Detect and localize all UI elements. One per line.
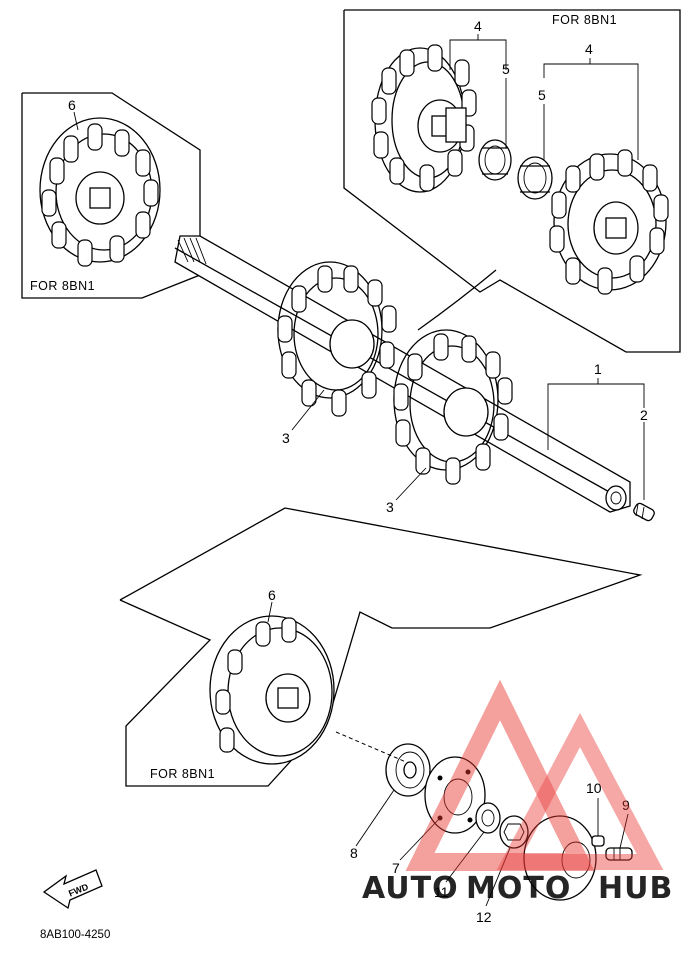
ring-part-5a xyxy=(478,139,512,181)
sprocket-bottom-6 xyxy=(209,615,335,765)
callout-5a: 5 xyxy=(502,61,510,77)
seal-part-11 xyxy=(475,802,501,834)
callout-11: 11 xyxy=(434,884,449,900)
callout-6a: 6 xyxy=(68,97,76,113)
callout-4a: 4 xyxy=(474,18,482,34)
watermark-logo-icon xyxy=(405,679,664,871)
leader-lines xyxy=(73,34,645,907)
callout-3b: 3 xyxy=(386,499,394,515)
nut-part-12 xyxy=(499,815,529,849)
sprocket-shaft-upper xyxy=(277,261,397,417)
note-bottom: FOR 8BN1 xyxy=(150,767,215,781)
automotohub-watermark: AUTO MOTO HUB xyxy=(362,679,673,906)
callout-5b: 5 xyxy=(538,87,546,103)
diagram-code: 8AB100-4250 xyxy=(40,929,110,941)
callout-1: 1 xyxy=(594,361,602,377)
watermark-text-moto: MOTO xyxy=(466,871,571,906)
callout-10: 10 xyxy=(586,780,602,796)
bolt-part-10 xyxy=(591,835,605,847)
callout-2: 2 xyxy=(640,407,648,423)
note-top-right: FOR 8BN1 xyxy=(552,13,617,27)
callout-7: 7 xyxy=(392,860,400,876)
bolt-part-9 xyxy=(605,847,633,861)
sprocket-left-6 xyxy=(39,117,161,267)
bearing-housing xyxy=(523,815,597,901)
callout-9: 9 xyxy=(622,797,630,813)
callout-6b: 6 xyxy=(268,587,276,603)
fwd-arrow-icon: FWD xyxy=(42,869,103,910)
sprocket-top-right-b xyxy=(549,149,669,295)
bolt-part-2 xyxy=(633,502,655,522)
watermark-text-hub: HUB xyxy=(598,871,673,906)
callout-8: 8 xyxy=(350,845,358,861)
bearing-part-8 xyxy=(385,743,431,797)
sprocket-shaft-lower xyxy=(393,329,513,485)
note-left: FOR 8BN1 xyxy=(30,279,95,293)
callout-4b: 4 xyxy=(585,41,593,57)
panel-top-right xyxy=(343,9,681,353)
panel-bottom xyxy=(119,507,643,787)
drive-shaft xyxy=(174,235,631,513)
ring-part-5b xyxy=(517,156,553,200)
callout-3a: 3 xyxy=(282,430,290,446)
sprocket-top-right-a xyxy=(371,44,477,193)
callout-12: 12 xyxy=(476,909,492,925)
watermark-text-auto: AUTO xyxy=(362,871,459,906)
